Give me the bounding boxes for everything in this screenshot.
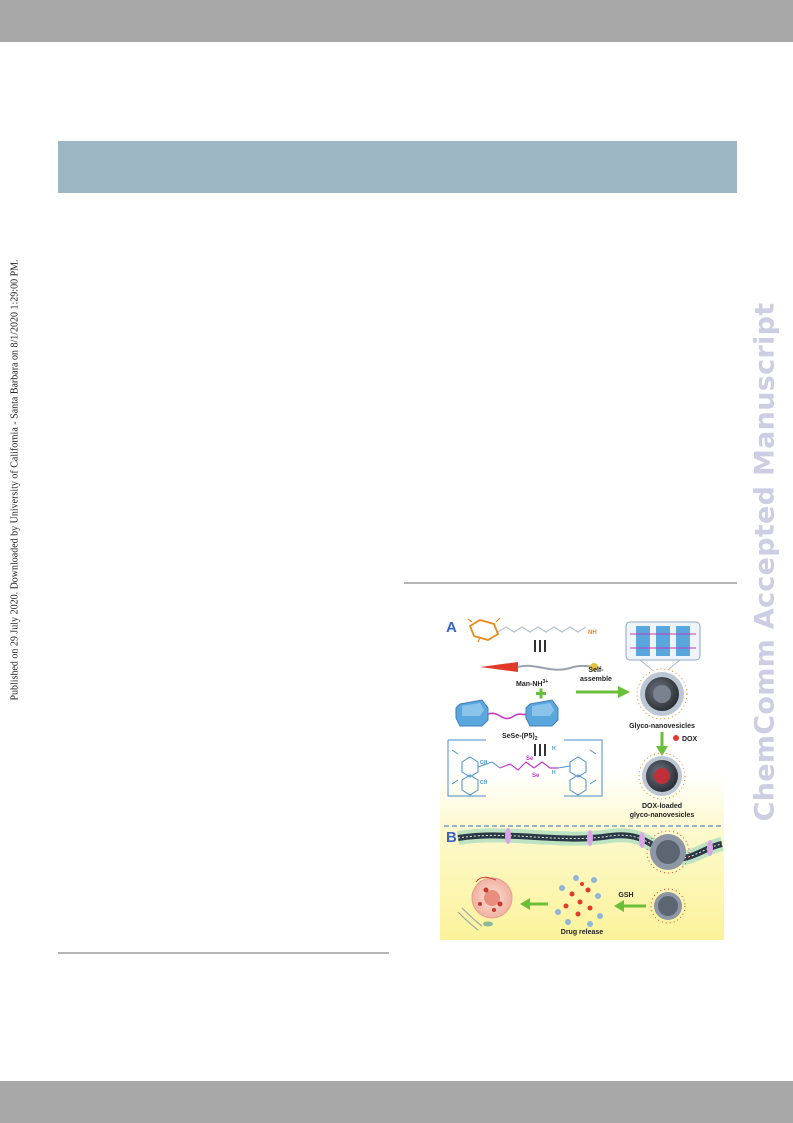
ch3-label-4: CH	[480, 780, 488, 786]
dox-loaded-label-1: DOX-loaded	[642, 803, 682, 810]
drug-release-cluster	[555, 875, 603, 927]
guest-cartoon	[480, 662, 598, 672]
top-gray-bar	[0, 0, 793, 42]
sese-sub: 2	[535, 736, 538, 742]
svg-text:Man-NH3+: Man-NH3+	[516, 679, 548, 688]
svg-text:CH: CH	[480, 760, 488, 766]
glyco-nanovesicle	[636, 668, 688, 720]
svg-text:CH: CH	[480, 780, 488, 786]
sese-label: SeSe-(P5)	[502, 733, 535, 740]
glyco-nanovesicles-label: Glyco-nanovesicles	[629, 723, 695, 730]
dox-label: DOX	[682, 736, 698, 743]
accepted-manuscript-watermark: ChemComm Accepted Manuscript	[749, 302, 781, 822]
equivalence-sign-bottom	[534, 744, 546, 756]
drug-release-label: Drug release	[561, 929, 604, 936]
self-assemble-label-1: Self-	[588, 667, 604, 674]
chemical-structure	[447, 739, 603, 797]
gsh-label: GSH	[618, 892, 633, 899]
nh3-label: NH	[588, 630, 597, 636]
cell-debris	[457, 907, 493, 931]
cell-membrane	[456, 828, 724, 866]
equivalence-sign-top	[534, 640, 546, 652]
dox-loaded-vesicle	[638, 752, 686, 800]
self-assemble-label-2: assemble	[580, 676, 612, 683]
plus-sign	[536, 688, 546, 699]
selenium-linker: Se Se	[499, 756, 558, 779]
internalized-vesicle	[650, 888, 686, 924]
bottom-gray-bar	[0, 1081, 793, 1123]
dox-loaded-label-2: glyco-nanovesicles	[630, 812, 695, 819]
dox-arrow	[656, 732, 679, 756]
svg-text:H: H	[552, 746, 556, 752]
svg-text:SeSe-(P5)2: SeSe-(P5)2	[502, 733, 538, 742]
host-dimer	[455, 699, 559, 727]
gsh-arrow	[614, 900, 646, 912]
release-arrow	[520, 898, 548, 910]
figure-top-rule	[404, 582, 737, 584]
ch3-label-1: CH	[480, 760, 488, 766]
ch3-label-3: H	[552, 770, 556, 776]
man-sup: 3	[542, 679, 545, 685]
scheme-svg: A B NH Man-NH3+	[440, 612, 724, 940]
self-assemble-arrow	[576, 686, 630, 698]
svg-text:H: H	[552, 770, 556, 776]
panel-a-label: A	[446, 619, 457, 636]
publication-note: Published on 29 July 2020. Downloaded by…	[9, 259, 21, 701]
bilayer-inset	[625, 621, 701, 671]
apoptotic-cell	[471, 876, 513, 919]
man-label: Man-NH	[516, 681, 542, 688]
docked-vesicle	[646, 830, 690, 874]
ch3-label-2: H	[552, 746, 556, 752]
se-label-2: Se	[532, 773, 540, 779]
scheme-figure: A B NH Man-NH3+	[440, 612, 724, 940]
se-label-1: Se	[526, 756, 534, 762]
header-band	[58, 141, 737, 193]
mannose-molecule: NH	[467, 617, 597, 643]
column-bottom-rule	[58, 952, 389, 954]
man-sup-sign: +	[545, 679, 548, 685]
panel-b-label: B	[446, 829, 457, 846]
